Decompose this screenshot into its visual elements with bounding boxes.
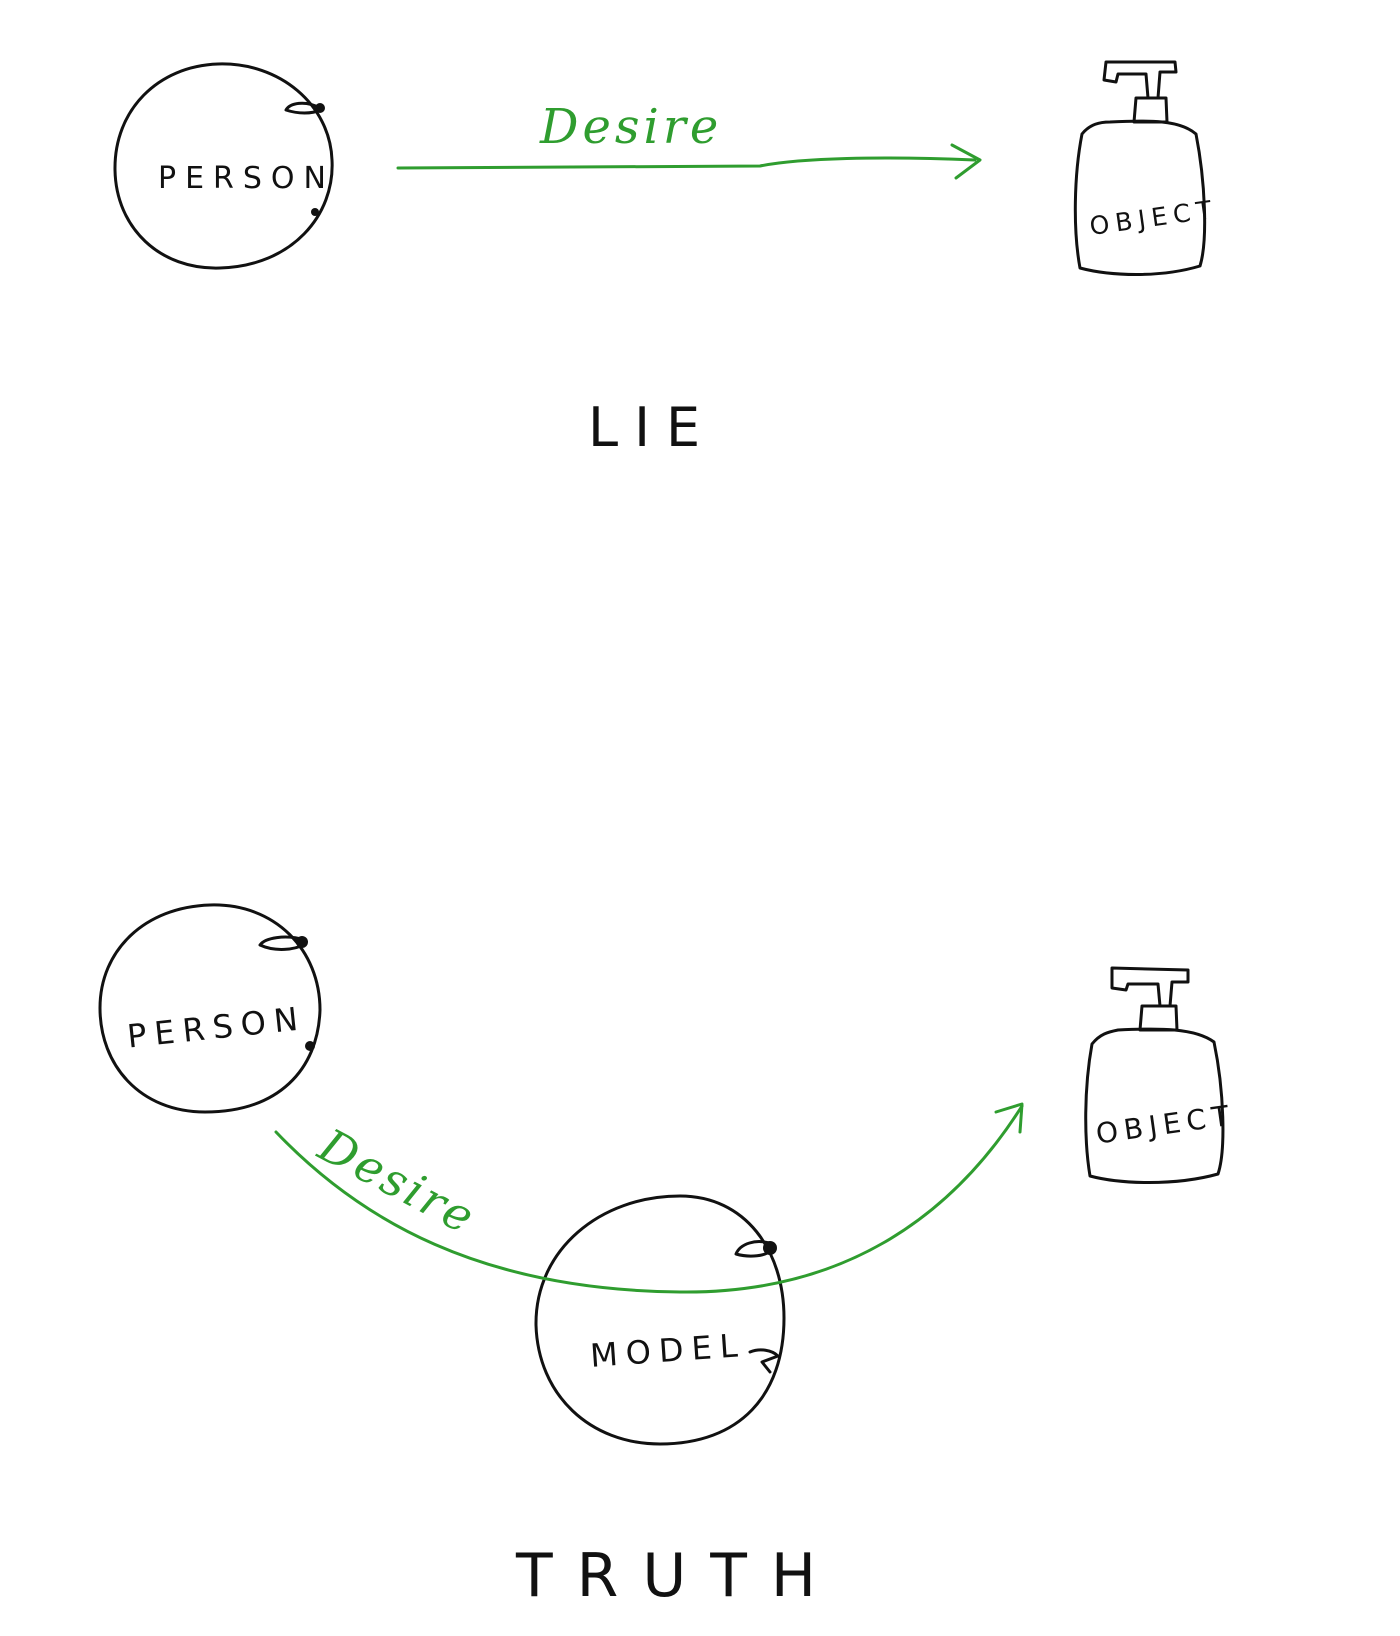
truth-model-circle (534, 1194, 786, 1446)
lie-section: PERSON Desire OBJECT LIE (113, 60, 1220, 459)
truth-desire-arrowhead-icon (994, 1102, 1024, 1134)
truth-object-bottle-icon (1084, 1027, 1225, 1184)
truth-model-node: MODEL (534, 1194, 786, 1446)
truth-object-neck-icon (1138, 1004, 1179, 1032)
truth-model-pupil-icon (763, 1241, 777, 1255)
lie-person-eye-icon (284, 101, 322, 115)
truth-desire-arrow-line (274, 1104, 1024, 1294)
lie-person-node: PERSON (113, 62, 335, 270)
lie-desire-arrowhead-icon (950, 143, 982, 180)
lie-object-neck-icon (1132, 96, 1169, 124)
truth-person-node: PERSON (98, 903, 322, 1114)
truth-model-eye-icon (734, 1240, 774, 1258)
truth-section: PERSON MODEL Desire OBJECT TRUTH (98, 903, 1237, 1611)
truth-person-label: PERSON (125, 999, 307, 1056)
truth-person-circle (98, 903, 322, 1114)
lie-desire-arrow: Desire (396, 99, 982, 180)
truth-model-mouth-icon (748, 1348, 780, 1374)
truth-caption: TRUTH (515, 1541, 840, 1611)
truth-object-label: OBJECT (1094, 1098, 1237, 1150)
truth-object-node: OBJECT (1084, 966, 1237, 1184)
truth-person-mouth-icon (305, 1041, 315, 1051)
lie-person-circle (113, 62, 334, 270)
truth-model-label: MODEL (589, 1326, 747, 1375)
lie-object-pump-icon (1102, 60, 1178, 100)
lie-person-pupil-icon (315, 103, 325, 113)
lie-person-mouth-icon (311, 208, 319, 216)
lie-caption: LIE (588, 396, 716, 459)
truth-person-eye-icon (258, 935, 307, 951)
lie-desire-arrow-line (396, 156, 977, 170)
truth-object-pump-icon (1110, 966, 1190, 1008)
lie-desire-label: Desire (539, 99, 722, 155)
lie-object-node: OBJECT (1073, 60, 1220, 276)
lie-object-bottle-icon (1073, 119, 1207, 276)
lie-object-label: OBJECT (1088, 194, 1220, 241)
lie-person-label: PERSON (158, 161, 335, 196)
truth-person-pupil-icon (296, 936, 308, 948)
